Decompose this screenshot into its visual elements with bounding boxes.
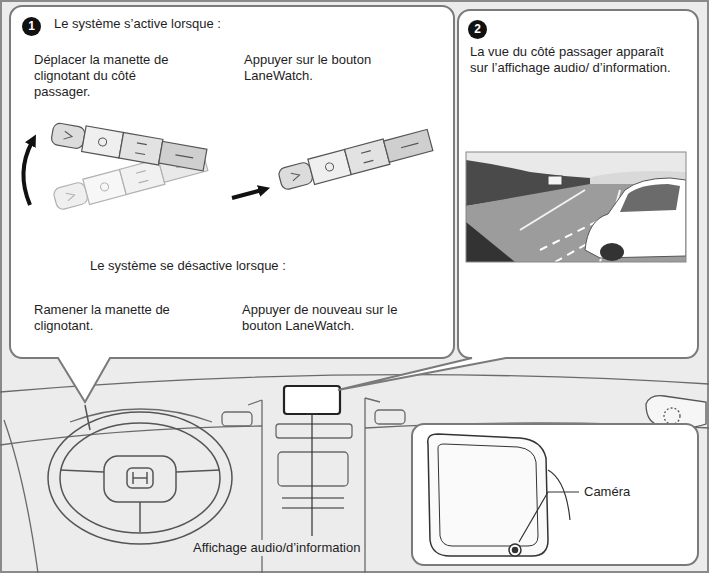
- callout-ground: [412, 424, 698, 565]
- side-mirror: [646, 396, 706, 428]
- leader-line: [519, 492, 579, 542]
- callout-number: 2: [468, 20, 487, 39]
- callout-text: Le système s’active lorsque :: [54, 16, 354, 32]
- dashboard-lines: [0, 375, 709, 573]
- mirror-closeup: [428, 434, 570, 556]
- camera-view-photo: [466, 152, 686, 262]
- callout-ground: [338, 10, 698, 390]
- audio-display: [284, 386, 340, 414]
- callout-outline: [10, 6, 454, 402]
- callout-number: 2: [468, 20, 487, 39]
- callout-outline: [412, 424, 698, 565]
- callout-text: Appuyer de nouveau sur le bouton LaneWat…: [242, 302, 424, 334]
- callout-text: Caméra: [584, 484, 684, 500]
- lanewatch-button-lever: [232, 127, 433, 198]
- callout-box: La vue du côté passager apparaît sur l’a…: [458, 10, 698, 358]
- part-label: Affichage audio/d’information: [190, 540, 363, 556]
- callout-text: Déplacer la manette de clignotant du côt…: [34, 52, 186, 100]
- callout-number: 1: [22, 17, 41, 36]
- callout-outline: [338, 10, 698, 390]
- callout-text: Ramener la manette de clignotant.: [34, 302, 199, 334]
- steering-wheel: [48, 405, 232, 544]
- callout-number: 1: [22, 17, 41, 36]
- callout-ground: [10, 6, 454, 402]
- photo-frame: [466, 152, 686, 262]
- callout-text: Appuyer sur le bouton LaneWatch.: [244, 52, 396, 84]
- callout-box: Le système s’active lorsque : Déplacer la…: [10, 6, 454, 358]
- callout-text: Le système se désactive lorsque :: [90, 258, 390, 274]
- leader-line: [306, 414, 318, 536]
- turn-signal-lever-moved: [23, 120, 208, 212]
- inset-box: Caméra: [412, 424, 698, 565]
- callout-outline: [412, 424, 698, 565]
- callout-text: La vue du côté passager apparaît sur l’a…: [470, 44, 675, 76]
